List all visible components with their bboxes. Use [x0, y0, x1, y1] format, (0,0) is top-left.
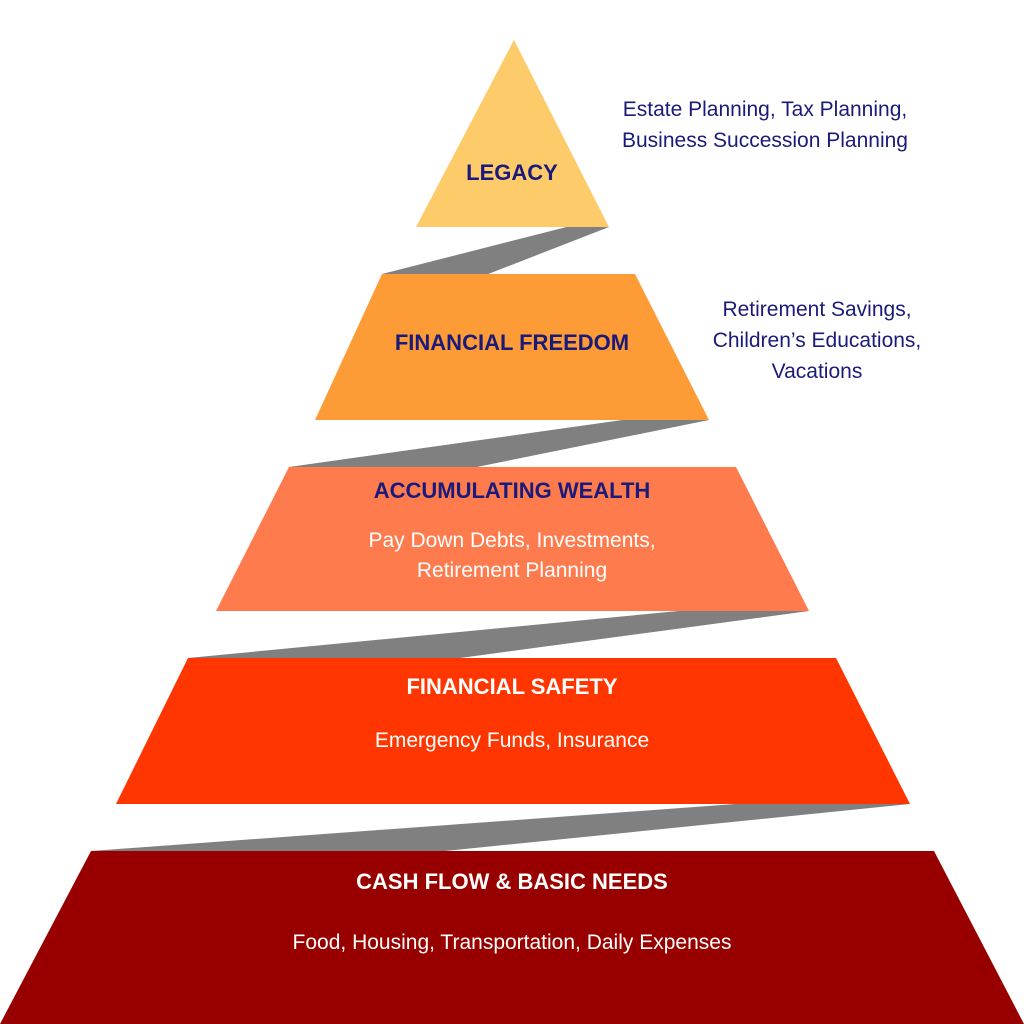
tier-description-line: Food, Housing, Transportation, Daily Exp…	[293, 931, 732, 954]
tier-title: LEGACY	[466, 160, 558, 185]
tier-legacy: LEGACY	[416, 40, 609, 227]
tier-connector	[188, 611, 809, 658]
side-note-financial-freedom: Retirement Savings, Children’s Educations…	[713, 298, 922, 383]
side-note-line: Estate Planning, Tax Planning,	[623, 98, 907, 121]
side-note-layer: Estate Planning, Tax Planning, Business S…	[622, 98, 921, 383]
side-note-line: Children’s Educations,	[713, 329, 922, 352]
side-note-legacy: Estate Planning, Tax Planning, Business S…	[622, 98, 908, 152]
side-note-line: Vacations	[772, 360, 863, 383]
tier-description-line: Emergency Funds, Insurance	[375, 729, 649, 752]
tier-description-line: Retirement Planning	[417, 559, 607, 582]
side-note-line: Business Succession Planning	[622, 129, 908, 152]
tier-title: ACCUMULATING WEALTH	[374, 478, 651, 503]
tier-title: FINANCIAL FREEDOM	[395, 330, 629, 355]
connector-layer	[91, 227, 910, 851]
tier-shape	[0, 851, 1024, 1024]
side-note-line: Retirement Savings,	[722, 298, 911, 321]
tier-shape	[416, 40, 609, 227]
tier-financial-freedom: FINANCIAL FREEDOM	[315, 274, 709, 420]
tier-description-line: Pay Down Debts, Investments,	[368, 529, 655, 552]
tier-connector	[289, 420, 709, 467]
tier-connector	[382, 227, 609, 274]
tier-layer: LEGACY FINANCIAL FREEDOM ACCUMULATING WEAL…	[0, 40, 1024, 1024]
tier-shape	[216, 467, 809, 611]
tier-cash-flow: CASH FLOW & BASIC NEEDS Food, Housing, Tr…	[0, 851, 1024, 1024]
tier-accumulating-wealth: ACCUMULATING WEALTH Pay Down Debts, Inves…	[216, 467, 809, 611]
tier-title: FINANCIAL SAFETY	[406, 674, 617, 699]
tier-shape	[116, 658, 910, 804]
tier-shape	[315, 274, 709, 420]
tier-connector	[91, 804, 910, 851]
tier-financial-safety: FINANCIAL SAFETY Emergency Funds, Insuran…	[116, 658, 910, 804]
tier-title: CASH FLOW & BASIC NEEDS	[356, 869, 668, 894]
